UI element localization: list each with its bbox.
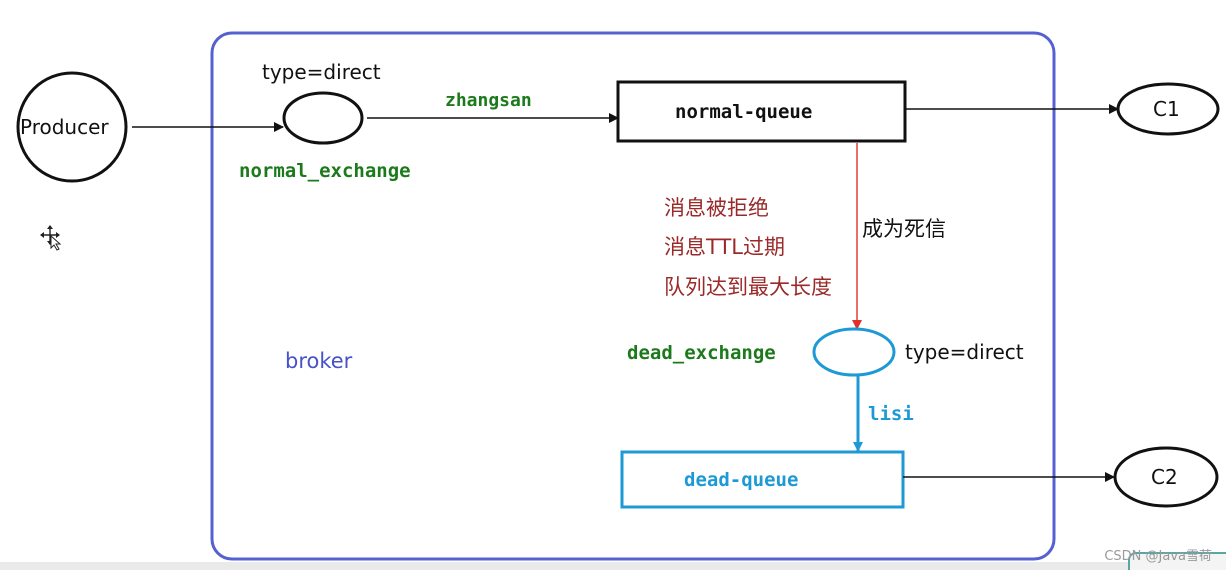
dead-exchange-type-label: type=direct [905, 340, 1024, 364]
normal-exchange-name: normal_exchange [239, 160, 411, 182]
consumer-c2-label: C2 [1151, 465, 1178, 489]
dead-queue-box [620, 450, 905, 509]
broker-label: broker [285, 349, 353, 373]
broker-boundary [210, 31, 1056, 561]
consumer-c1-label: C1 [1153, 97, 1180, 121]
consumer-c1-node [1116, 82, 1220, 136]
becomes-dead-label: 成为死信 [862, 217, 946, 241]
dead-queue-label: dead-queue [684, 469, 799, 491]
ime-widget [1128, 552, 1226, 570]
reason-ttl-expired: 消息TTL过期 [664, 235, 785, 259]
normal-routing-key: zhangsan [445, 90, 532, 111]
producer-node [16, 71, 128, 183]
watermark: CSDN @Java雪荷 [1104, 549, 1212, 564]
normal-queue-box [616, 80, 907, 143]
normal-exchange-node [282, 91, 364, 145]
consumer-c2-node [1113, 446, 1219, 508]
dead-routing-key: lisi [868, 403, 914, 425]
move-cursor-icon [40, 225, 62, 251]
dead-exchange-node [812, 327, 896, 377]
bottom-strip [0, 562, 1226, 570]
normal-exchange-type-label: type=direct [262, 60, 381, 84]
producer-label: Producer [20, 115, 109, 139]
normal-queue-label: normal-queue [675, 101, 813, 123]
reason-max-length: 队列达到最大长度 [664, 275, 832, 299]
dead-exchange-name: dead_exchange [627, 342, 776, 364]
reason-rejected: 消息被拒绝 [664, 196, 769, 220]
